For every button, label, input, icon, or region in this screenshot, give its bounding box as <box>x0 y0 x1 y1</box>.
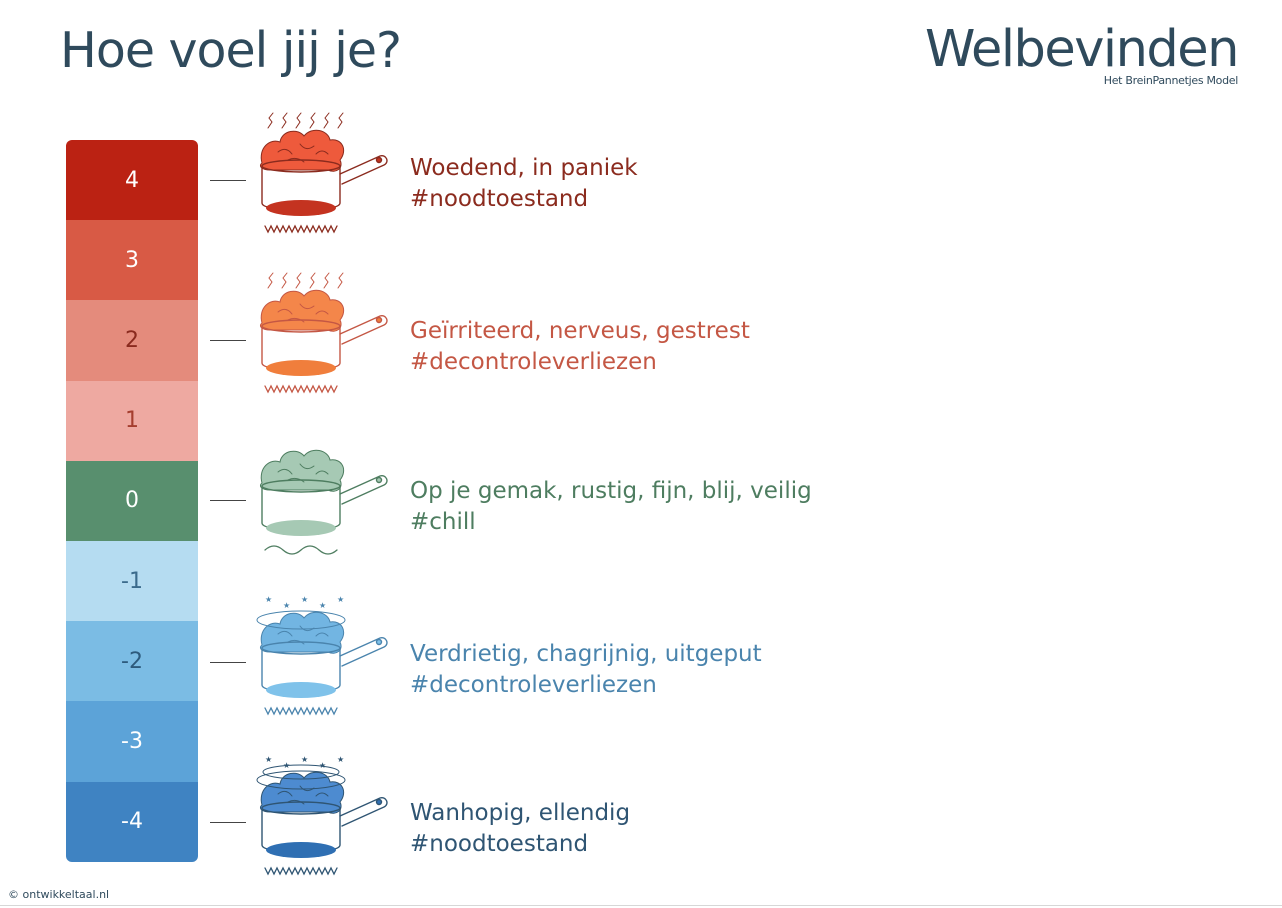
brand-subtitle: Het BreinPannetjes Model <box>1103 74 1239 88</box>
boiling-brain-pan-icon <box>259 112 388 234</box>
state-description: Verdrietig, chagrijnig, uitgeput <box>410 641 762 667</box>
state-hashtag: #decontroleverliezen <box>410 349 657 375</box>
state-hashtag: #noodtoestand <box>410 831 589 857</box>
state-row-level-2: Geïrriteerd, nerveus, gestrest #decontro… <box>210 268 850 408</box>
scale-cell: -4 <box>66 781 198 862</box>
state-row-level-minus-2: ★ ★ ★ ★ ★ Verdrietig, chagrijnig, uitgeput #… <box>210 590 850 730</box>
connector-line <box>210 822 246 823</box>
svg-text:★: ★ <box>283 601 290 610</box>
svg-text:★: ★ <box>319 601 326 610</box>
scale-cell: 4 <box>66 140 198 221</box>
state-row-level-4: Woedend, in paniek #noodtoestand <box>210 108 850 248</box>
scale-cell: -2 <box>66 621 198 702</box>
state-description: Geïrriteerd, nerveus, gestrest <box>410 318 750 344</box>
scale-cell: 2 <box>66 300 198 381</box>
state-hashtag: #decontroleverliezen <box>410 672 657 698</box>
state-row-level-minus-4: ★ ★ ★ ★ ★ Wanhopig, ellendig #noodtoestand <box>210 750 850 890</box>
very-dizzy-brain-pan-icon: ★ ★ ★ ★ ★ <box>256 755 388 876</box>
state-description: Woedend, in paniek <box>410 155 638 181</box>
brand-name: Welbevinden <box>925 20 1239 79</box>
state-hashtag: #noodtoestand <box>410 186 589 212</box>
calm-brain-pan-icon <box>259 449 388 555</box>
scale-cell: -3 <box>66 701 198 782</box>
state-description: Op je gemak, rustig, fijn, blij, veilig <box>410 478 812 504</box>
svg-text:★: ★ <box>265 595 272 604</box>
connector-line <box>210 662 246 663</box>
state-label: Geïrriteerd, nerveus, gestrest #decontro… <box>410 316 750 378</box>
state-label: Verdrietig, chagrijnig, uitgeput #decont… <box>410 639 762 701</box>
simmering-brain-pan-icon <box>259 272 388 394</box>
svg-text:★: ★ <box>265 755 272 764</box>
state-description: Wanhopig, ellendig <box>410 800 631 826</box>
svg-text:★: ★ <box>301 595 308 604</box>
dizzy-brain-pan-icon: ★ ★ ★ ★ ★ <box>256 595 388 716</box>
svg-text:★: ★ <box>337 755 344 764</box>
svg-text:★: ★ <box>319 761 326 770</box>
page-title: Hoe voel jij je? <box>60 22 402 79</box>
state-row-level-0: Op je gemak, rustig, fijn, blij, veilig … <box>210 428 850 568</box>
svg-text:★: ★ <box>283 761 290 770</box>
svg-text:★: ★ <box>301 755 308 764</box>
scale-cell: -1 <box>66 540 198 622</box>
scale-cell: 3 <box>66 220 198 301</box>
connector-line <box>210 340 246 341</box>
bottom-divider <box>0 905 1282 906</box>
scale-cell: 1 <box>66 380 198 461</box>
state-label: Woedend, in paniek #noodtoestand <box>410 153 638 215</box>
copyright-footer: © ontwikkeltaal.nl <box>8 888 110 901</box>
brand: Welbevinden Het BreinPannetjes Model <box>925 20 1239 88</box>
state-hashtag: #chill <box>410 509 476 535</box>
state-label: Op je gemak, rustig, fijn, blij, veilig … <box>410 476 812 538</box>
state-label: Wanhopig, ellendig #noodtoestand <box>410 798 630 860</box>
connector-line <box>210 180 246 181</box>
scale-cell: 0 <box>66 460 198 541</box>
connector-line <box>210 500 246 501</box>
svg-text:★: ★ <box>337 595 344 604</box>
